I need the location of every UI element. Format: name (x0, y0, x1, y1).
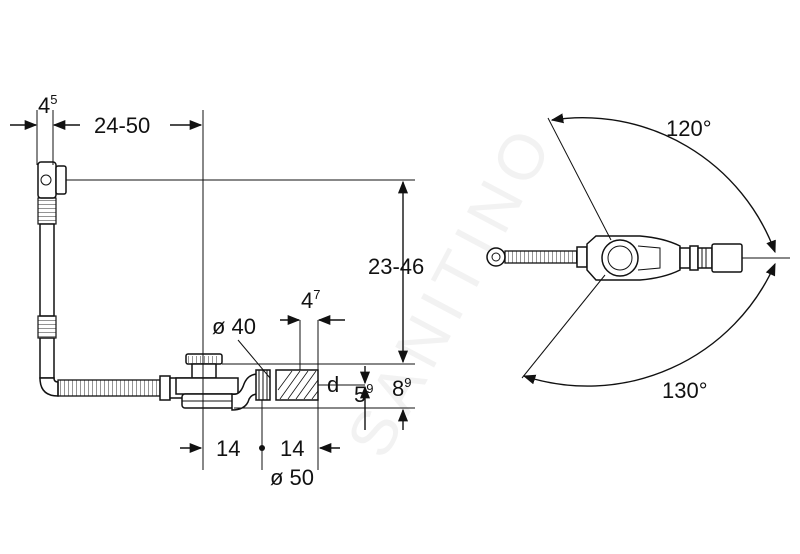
dim-height-large: 89 (392, 375, 411, 401)
dim-diameter-40: ø 40 (212, 314, 256, 339)
top-view-drain-body (586, 235, 681, 281)
watermark: SANITINO (333, 111, 569, 468)
dim-outlet-offset: 47 (301, 287, 320, 313)
overflow-head (37, 161, 67, 225)
horizontal-hose (57, 379, 161, 397)
vertical-pipe (37, 223, 59, 397)
top-view-outlet (679, 243, 743, 273)
dim-width-right: 14 (280, 436, 304, 461)
outlet-elbow (231, 369, 271, 411)
dim-width-left: 14 (216, 436, 240, 461)
outlet-pipe (275, 369, 319, 401)
dim-diameter-50: ø 50 (270, 465, 314, 490)
dim-offset-top: 45 (38, 92, 57, 118)
top-view-hose (504, 250, 578, 264)
dim-overflow-offset: 24-50 (94, 113, 150, 138)
dim-height-small: 59 (354, 381, 373, 407)
dim-height-range: 23-46 (368, 254, 424, 279)
svg-text:SANITINO: SANITINO (333, 111, 569, 468)
angle-bottom: 130° (662, 378, 708, 403)
dim-d-label: d (327, 372, 339, 397)
side-view (10, 110, 415, 470)
drain-body (169, 353, 239, 409)
top-view (486, 113, 790, 387)
angle-top: 120° (666, 116, 712, 141)
